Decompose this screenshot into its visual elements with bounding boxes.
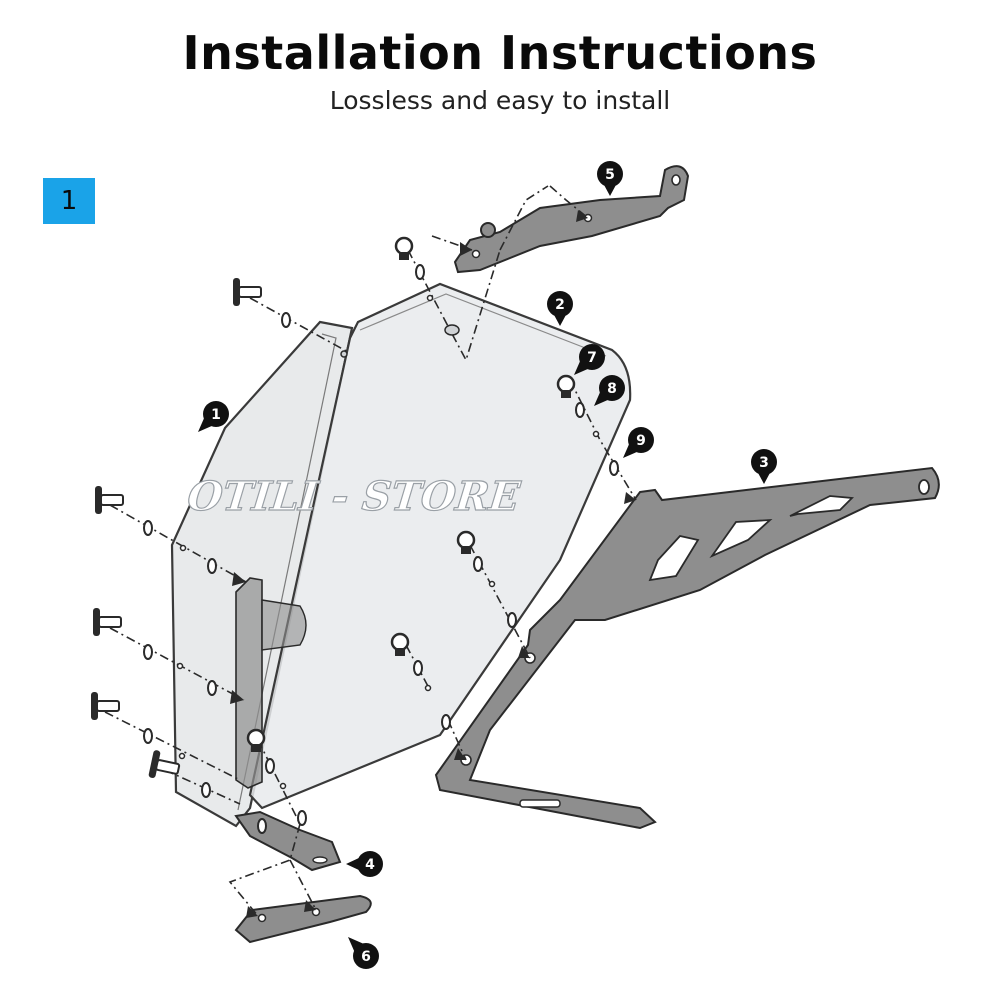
callout-number: 6 — [361, 949, 371, 965]
callout-circle — [547, 291, 573, 317]
callout-number: 5 — [605, 167, 615, 183]
panel-2 — [248, 282, 632, 810]
callout-5: 5 — [597, 161, 623, 196]
callout-number: 7 — [587, 350, 597, 366]
callout-4: 4 — [346, 851, 383, 877]
callout-pointer — [348, 937, 364, 953]
callout-number: 1 — [211, 407, 221, 423]
callout-8: 8 — [594, 375, 625, 406]
callout-circle — [628, 427, 654, 453]
callout-pointer — [346, 857, 361, 871]
callout-circle — [203, 401, 229, 427]
callout-3: 3 — [751, 449, 777, 484]
mount-plate — [235, 577, 263, 789]
bracket-5 — [453, 165, 690, 274]
callout-circle — [579, 344, 605, 370]
callout-circle — [597, 161, 623, 187]
bracket-6 — [234, 894, 372, 944]
callout-number: 4 — [365, 857, 375, 873]
callout-circle — [599, 375, 625, 401]
callout-pointer — [198, 416, 214, 432]
watermark: OTILI - STORE — [185, 473, 523, 520]
callout-pointer — [623, 442, 639, 458]
callout-circle — [751, 449, 777, 475]
callout-pointer — [594, 390, 610, 406]
callout-circle — [357, 851, 383, 877]
callout-pointer — [574, 359, 590, 375]
callout-number: 9 — [636, 433, 646, 449]
callout-number: 2 — [555, 297, 565, 313]
callout-9: 9 — [623, 427, 654, 458]
page-subtitle: Lossless and easy to install — [329, 86, 671, 115]
callout-number: 3 — [759, 455, 769, 471]
callout-1: 1 — [198, 401, 229, 432]
callout-6: 6 — [348, 937, 379, 969]
callout-7: 7 — [574, 344, 605, 375]
page-title: Installation Instructions — [182, 26, 818, 80]
callout-number: 8 — [607, 381, 617, 397]
callout-2: 2 — [547, 291, 573, 326]
step-badge: 1 — [43, 178, 95, 224]
callout-circle — [353, 943, 379, 969]
